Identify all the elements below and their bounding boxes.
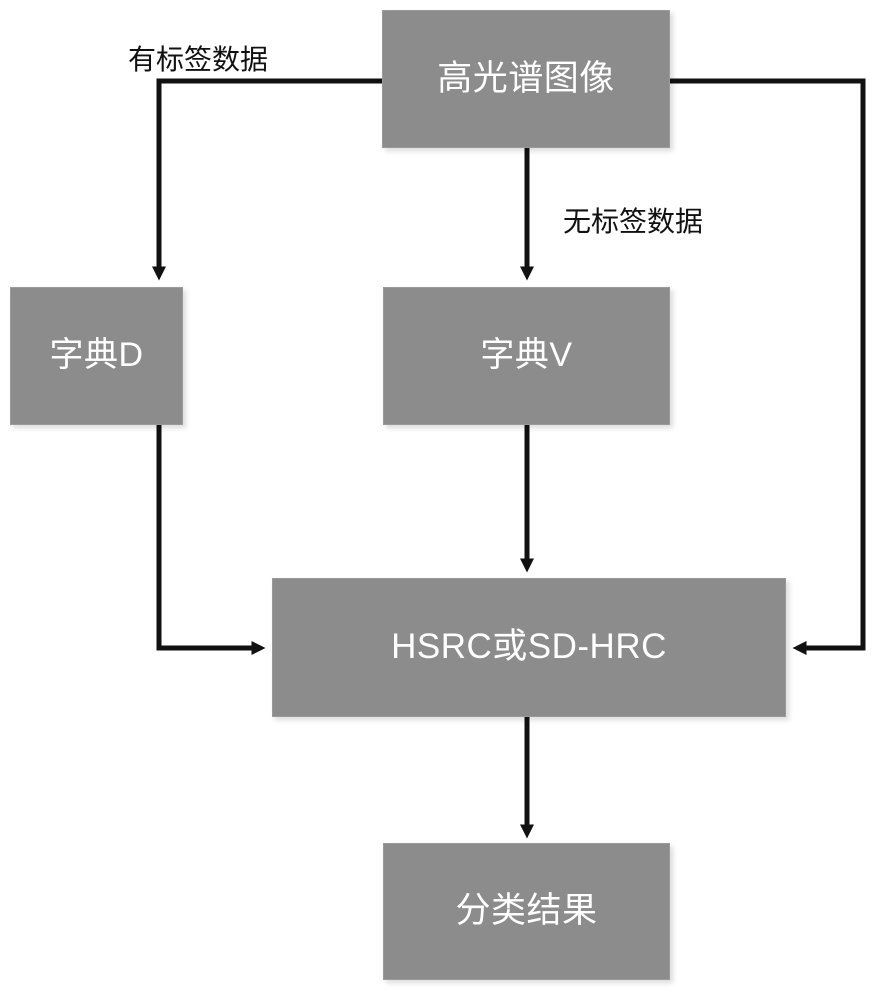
- node-hyperspectral-image[interactable]: 高光谱图像: [382, 10, 670, 148]
- node-classification-result-label: 分类结果: [455, 891, 598, 931]
- edge-image-to-dictionary-d: [152, 78, 382, 281]
- node-hsrc-sdhrc[interactable]: HSRC或SD-HRC: [272, 578, 786, 717]
- edge-image-to-hsrc: [670, 78, 866, 655]
- node-hyperspectral-image-label: 高光谱图像: [437, 58, 615, 98]
- node-dictionary-v[interactable]: 字典V: [383, 287, 670, 425]
- edge-label-labeled-data: 有标签数据: [128, 44, 269, 75]
- node-hsrc-sdhrc-label: HSRC或SD-HRC: [391, 627, 667, 667]
- node-dictionary-v-label: 字典V: [480, 336, 573, 375]
- edge-dictionary-d-to-hsrc: [156, 425, 266, 655]
- node-classification-result[interactable]: 分类结果: [383, 843, 670, 980]
- node-dictionary-d[interactable]: 字典D: [10, 287, 183, 425]
- node-dictionary-d-label: 字典D: [49, 336, 144, 375]
- edge-label-unlabeled-data: 无标签数据: [563, 206, 704, 237]
